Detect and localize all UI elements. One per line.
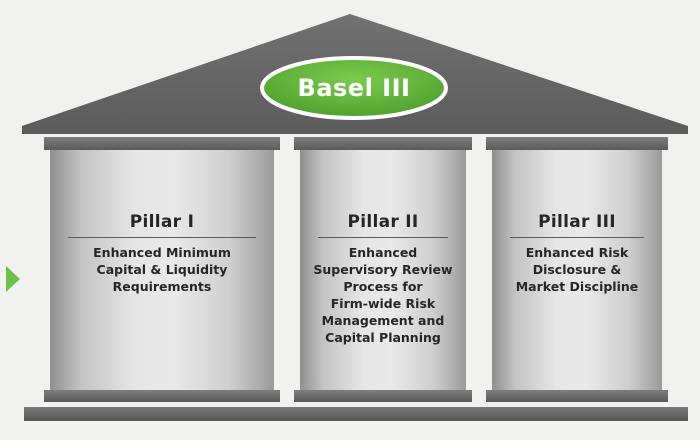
pillar-capital [486,137,668,150]
play-arrow-icon [6,266,20,292]
pillar-capital [44,137,280,150]
pillar-3: Pillar III Enhanced Risk Disclosure & Ma… [492,150,662,390]
pillar-capital [294,137,472,150]
pillar-1: Pillar I Enhanced Minimum Capital & Liqu… [50,150,274,390]
pillar-plinth [294,390,472,402]
divider [318,237,448,238]
pillar-title: Pillar II [347,212,419,232]
pillar-description: Enhanced Supervisory Review Process for … [313,245,453,345]
pillar-plinth [44,390,280,402]
divider [68,237,256,238]
base-slab [24,407,688,421]
pillar-plinth [486,390,668,402]
pillar-title: Pillar I [129,212,195,232]
divider [510,237,644,238]
pillar-title: Pillar III [538,212,616,232]
title-oval [260,56,448,120]
pillar-description: Enhanced Minimum Capital & Liquidity Req… [93,245,231,294]
pillar-description: Enhanced Risk Disclosure & Market Discip… [515,245,639,294]
pillar-2: Pillar II Enhanced Supervisory Review Pr… [300,150,466,390]
diagram-title: Basel III [297,74,411,102]
